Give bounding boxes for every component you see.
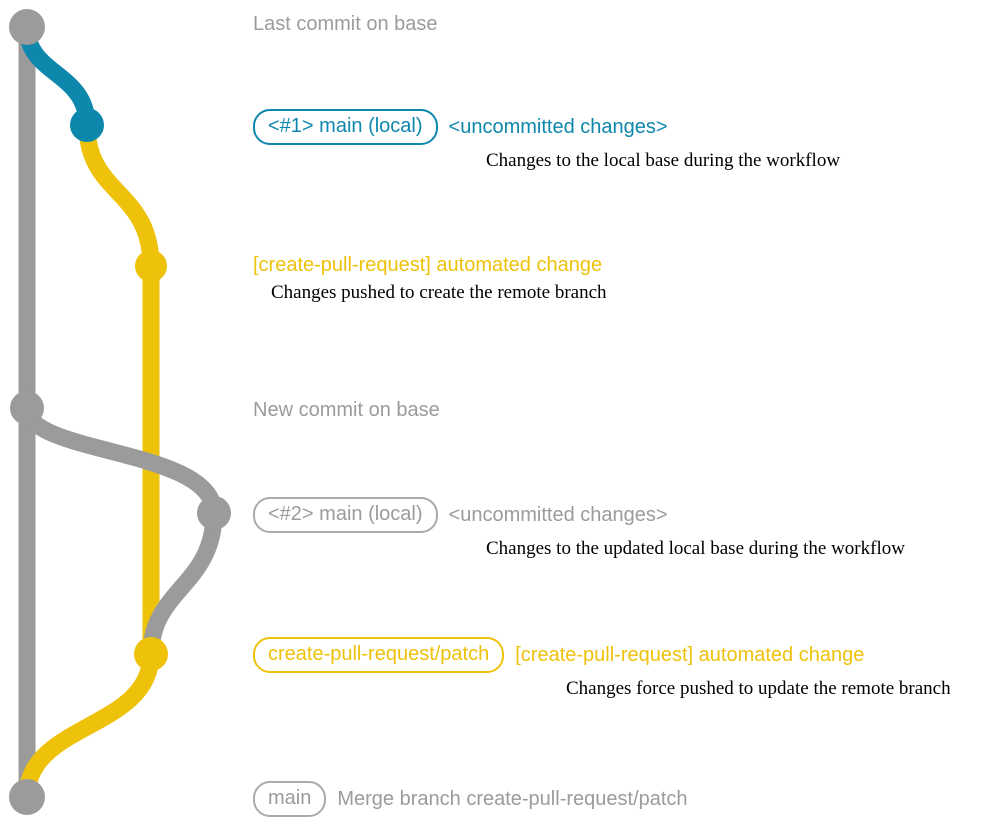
row-head: Last commit on base	[253, 13, 438, 36]
edge-local1-to-patch1	[78, 116, 160, 275]
commit-node-merge[interactable]	[9, 779, 45, 815]
branch-badge-local-2[interactable]: <#2> main (local)	[253, 497, 438, 533]
branch-badge-main[interactable]: main	[253, 781, 327, 817]
commit-subject: [create-pull-request] automated change	[515, 643, 865, 666]
commit-subject: <uncommitted changes>	[448, 115, 668, 138]
row-head: create-pull-request/patch [create-pull-r…	[253, 637, 951, 673]
branch-badge-local-1[interactable]: <#1> main (local)	[253, 109, 438, 145]
commit-graph	[9, 9, 231, 815]
edge-patch2-to-merge	[18, 645, 160, 806]
commit-node-base-new[interactable]	[10, 391, 44, 425]
row-head: <#1> main (local) <uncommitted changes>	[253, 109, 840, 145]
row-last-commit-on-base: Last commit on base	[253, 13, 438, 36]
commit-node-base-head[interactable]	[9, 9, 45, 45]
commit-node-patch-1[interactable]	[135, 250, 167, 282]
commit-note: Changes pushed to create the remote bran…	[271, 282, 607, 303]
commit-node-patch-2[interactable]	[134, 637, 168, 671]
row-local-ref-2: <#2> main (local) <uncommitted changes> …	[253, 497, 905, 560]
row-merge-commit: main Merge branch create-pull-request/pa…	[253, 781, 688, 817]
edge-basenew-to-local2	[18, 399, 223, 522]
row-head: New commit on base	[253, 399, 440, 422]
row-local-ref-1: <#1> main (local) <uncommitted changes> …	[253, 109, 840, 172]
branch-badge-patch[interactable]: create-pull-request/patch	[253, 637, 505, 673]
row-automated-change-1: [create-pull-request] automated change C…	[253, 254, 607, 304]
commit-node-local-1[interactable]	[70, 108, 104, 142]
row-head: main Merge branch create-pull-request/pa…	[253, 781, 688, 817]
commit-subject: <uncommitted changes>	[448, 503, 668, 526]
row-head: [create-pull-request] automated change	[253, 254, 607, 277]
edge-local2-to-patch2	[142, 504, 223, 663]
commit-headline: Last commit on base	[253, 13, 438, 35]
commit-note: Changes force pushed to update the remot…	[566, 678, 951, 699]
row-automated-change-2: create-pull-request/patch [create-pull-r…	[253, 637, 951, 700]
commit-note: Changes to the updated local base during…	[486, 538, 905, 559]
commit-headline: [create-pull-request] automated change	[253, 254, 603, 276]
row-head: <#2> main (local) <uncommitted changes>	[253, 497, 905, 533]
commit-headline: New commit on base	[253, 399, 440, 421]
commit-node-local-2[interactable]	[197, 496, 231, 530]
commit-subject: Merge branch create-pull-request/patch	[337, 787, 688, 810]
commit-note: Changes to the local base during the wor…	[486, 150, 841, 171]
row-new-commit-on-base: New commit on base	[253, 399, 440, 422]
